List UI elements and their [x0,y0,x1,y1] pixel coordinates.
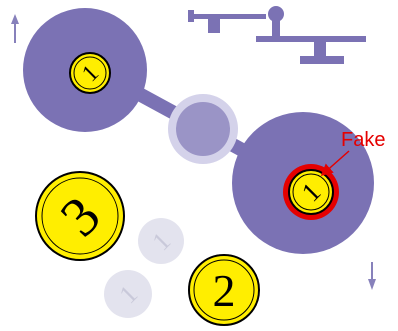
down-arrow-icon [368,262,376,290]
fake-pointer-arrow [320,150,350,176]
coin-two: 2 [188,254,260,326]
up-arrow-icon [11,14,19,43]
coin-two-label: 2 [213,265,236,316]
fake-label: Fake [341,129,385,151]
ghost-coin-b: 1 [104,270,152,318]
balance-scale-icon [188,6,366,64]
coin-left-pan: 1 [69,52,111,94]
center-hub [176,102,230,156]
coin-fake: 1 [283,164,339,220]
ghost-coin-a: 1 [138,218,184,264]
coin-three: 3 [35,171,125,261]
